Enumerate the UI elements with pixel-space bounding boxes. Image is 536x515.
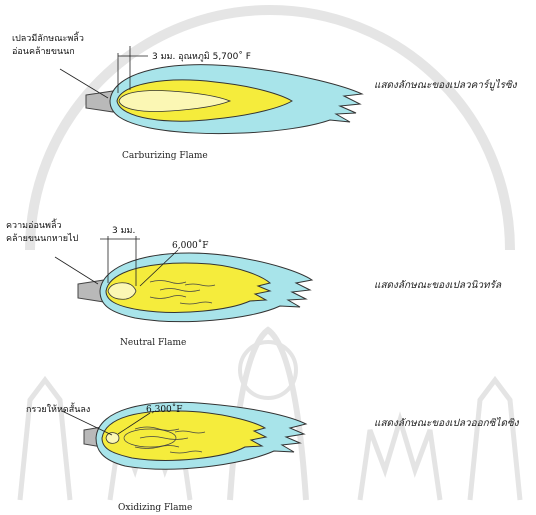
flame-feature-label: อ่อนคล้ายขนนก	[12, 46, 75, 57]
oxidizing-flame-diagram: กรวยให้หดสั้นลง 6,300˚F Oxidizing Flame …	[26, 402, 520, 513]
temperature-label: 6,000˚F	[172, 239, 209, 251]
cone-size-label: 3 มม.	[112, 226, 135, 236]
neutral-flame-diagram: ความอ่อนพลิ้ว คล้ายขนนกหายไป 3 มม. 6,000…	[6, 218, 502, 348]
flame-caption: Oxidizing Flame	[118, 503, 192, 513]
flame-feature-label: คล้ายขนนกหายไป	[6, 233, 79, 244]
flame-caption: Carburizing Flame	[122, 151, 208, 161]
flame-description: แสดงลักษณะของเปลวคาร์บูไรซิง	[374, 79, 518, 91]
flame-feature-label: เปลวมีลักษณะพลิ้ว	[12, 31, 84, 44]
flame-caption: Neutral Flame	[120, 338, 186, 348]
inner-cone	[108, 283, 136, 299]
flame-description: แสดงลักษณะของเปลวนิวทรัล	[374, 279, 502, 291]
temperature-label: 6,300˚F	[146, 403, 183, 415]
flame-description: แสดงลักษณะของเปลวออกซิไดซิง	[374, 417, 520, 429]
inner-cone	[106, 433, 119, 444]
torch-tip	[86, 91, 113, 112]
cone-size-temperature-label: 3 มม. อุณหภูมิ 5,700˚ F	[152, 51, 251, 62]
carburizing-flame-diagram: เปลวมีลักษณะพลิ้ว อ่อนคล้ายขนนก 3 มม. อุ…	[12, 31, 518, 161]
